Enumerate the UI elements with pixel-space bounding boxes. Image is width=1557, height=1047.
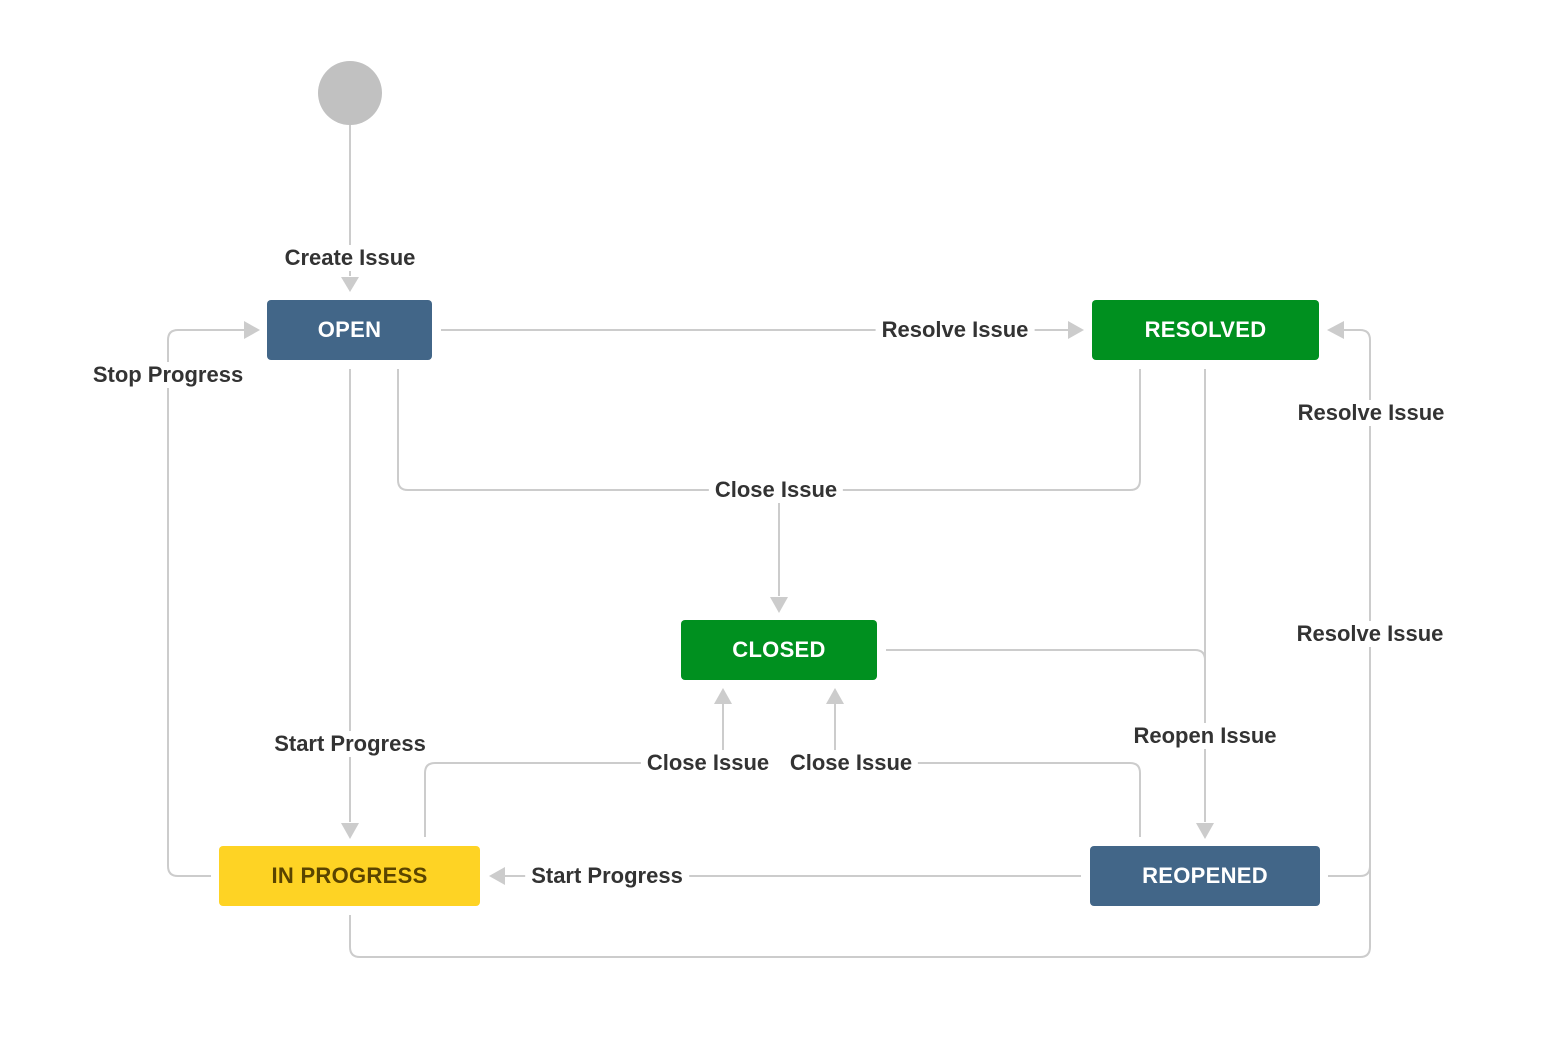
arrowhead-closed-bottom-left <box>714 688 732 704</box>
transition-close-issue-left[interactable]: Close Issue <box>640 750 776 776</box>
arrowhead-open-top <box>341 277 359 292</box>
transition-close-issue-top[interactable]: Close Issue <box>708 477 844 503</box>
status-closed[interactable]: CLOSED <box>681 620 877 680</box>
arrowhead-closed-top <box>770 597 788 613</box>
connector-reopen-from-closed <box>886 649 1206 661</box>
transition-reopen-issue[interactable]: Reopen Issue <box>1127 723 1283 749</box>
status-open[interactable]: OPEN <box>267 300 432 360</box>
connector-close-from-reopened <box>834 704 1141 837</box>
connector-resolve-right <box>1328 329 1371 877</box>
transition-close-issue-right[interactable]: Close Issue <box>783 750 919 776</box>
transition-start-progress-horizontal[interactable]: Start Progress <box>525 863 689 889</box>
status-resolved[interactable]: RESOLVED <box>1092 300 1319 360</box>
arrowhead-resolved-right <box>1327 321 1344 339</box>
transition-start-progress-vertical[interactable]: Start Progress <box>268 731 432 757</box>
connector-resolve-bottom <box>349 866 1371 958</box>
transition-stop-progress[interactable]: Stop Progress <box>86 362 250 388</box>
arrowhead-inprogress-top <box>341 823 359 839</box>
arrowhead-closed-bottom-right <box>826 688 844 704</box>
transition-create-issue[interactable]: Create Issue <box>278 245 422 271</box>
status-reopened[interactable]: REOPENED <box>1090 846 1320 906</box>
arrowhead-open-left <box>244 321 260 339</box>
status-in-progress[interactable]: IN PROGRESS <box>219 846 480 906</box>
arrowhead-inprogress-right <box>489 867 505 885</box>
arrowhead-resolved-left <box>1068 321 1084 339</box>
arrowhead-reopened-top <box>1196 823 1214 839</box>
transition-resolve-issue-right-lower[interactable]: Resolve Issue <box>1290 621 1450 647</box>
connector-stop-progress <box>167 329 244 877</box>
transition-resolve-issue-right-upper[interactable]: Resolve Issue <box>1291 400 1451 426</box>
connector-close-from-inprogress <box>424 704 724 837</box>
connector-close-from-open <box>397 369 1141 491</box>
start-node <box>318 61 382 125</box>
transition-resolve-issue-top[interactable]: Resolve Issue <box>875 317 1035 343</box>
